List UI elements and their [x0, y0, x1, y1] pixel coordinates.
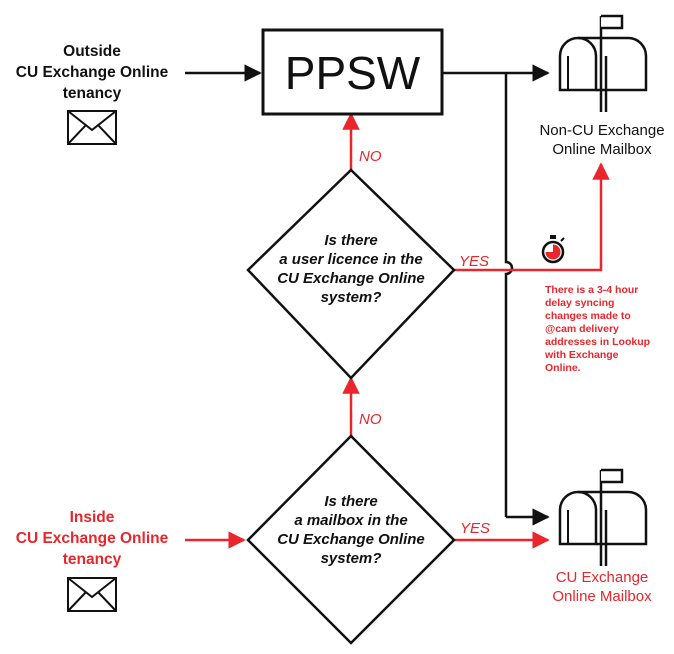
mailbox-line-4: system? — [321, 550, 382, 567]
outside-line-1: Outside — [63, 43, 121, 60]
mailbox-decision-diamond — [246, 434, 456, 645]
note-line-1: There is a 3-4 hour — [545, 284, 638, 296]
inside-source-label: Inside CU Exchange Online tenancy — [16, 509, 169, 568]
mailbox-decision-text: Is there a mailbox in the CU Exchange On… — [277, 493, 425, 567]
licence-line-3: CU Exchange Online — [277, 270, 425, 287]
noncu-line-1: Non-CU Exchange — [539, 122, 664, 139]
mailbox-line-1: Is there — [324, 493, 377, 510]
note-line-6: with Exchange — [544, 349, 619, 361]
mailbox-icon — [558, 14, 648, 112]
noncu-mailbox-label: Non-CU Exchange Online Mailbox — [539, 122, 664, 158]
line-ppsw-to-cu-mailbox — [504, 73, 514, 517]
sync-delay-note: There is a 3-4 hour delay syncing change… — [544, 284, 650, 374]
outside-source-label: Outside CU Exchange Online tenancy — [16, 43, 169, 102]
stopwatch-icon — [541, 235, 565, 264]
cu-line-1: CU Exchange — [556, 569, 649, 586]
arrow-licence-yes — [454, 162, 610, 272]
note-line-7: Online. — [545, 362, 581, 374]
licence-yes-label: YES — [459, 253, 489, 270]
cu-line-2: Online Mailbox — [552, 588, 652, 605]
note-line-4: @cam delivery — [545, 323, 619, 335]
cu-mailbox-label: CU Exchange Online Mailbox — [552, 569, 652, 605]
mailbox-no-label: NO — [359, 411, 382, 428]
licence-decision-diamond — [246, 168, 456, 380]
licence-line-2: a user licence in the — [279, 251, 422, 268]
licence-no-label: NO — [359, 148, 382, 165]
ppsw-box — [261, 28, 444, 116]
note-line-2: delay syncing — [545, 297, 614, 309]
mailbox-icon — [558, 468, 648, 566]
envelope-icon — [67, 577, 117, 612]
mailbox-line-3: CU Exchange Online — [277, 531, 425, 548]
outside-line-3: tenancy — [63, 85, 122, 102]
mailbox-yes-label: YES — [460, 520, 490, 537]
inside-line-2: CU Exchange Online — [16, 530, 169, 547]
inside-line-1: Inside — [70, 509, 115, 526]
ppsw-label: PPSW — [285, 47, 421, 99]
mailbox-line-2: a mailbox in the — [294, 512, 407, 529]
licence-line-1: Is there — [324, 232, 377, 249]
licence-decision-text: Is there a user licence in the CU Exchan… — [277, 232, 425, 306]
note-line-3: changes made to — [545, 310, 631, 322]
note-line-5: addresses in Lookup — [545, 336, 650, 348]
noncu-line-2: Online Mailbox — [552, 141, 652, 158]
envelope-icon — [67, 110, 117, 145]
outside-line-2: CU Exchange Online — [16, 64, 169, 81]
inside-line-3: tenancy — [63, 551, 122, 568]
licence-line-4: system? — [321, 289, 382, 306]
